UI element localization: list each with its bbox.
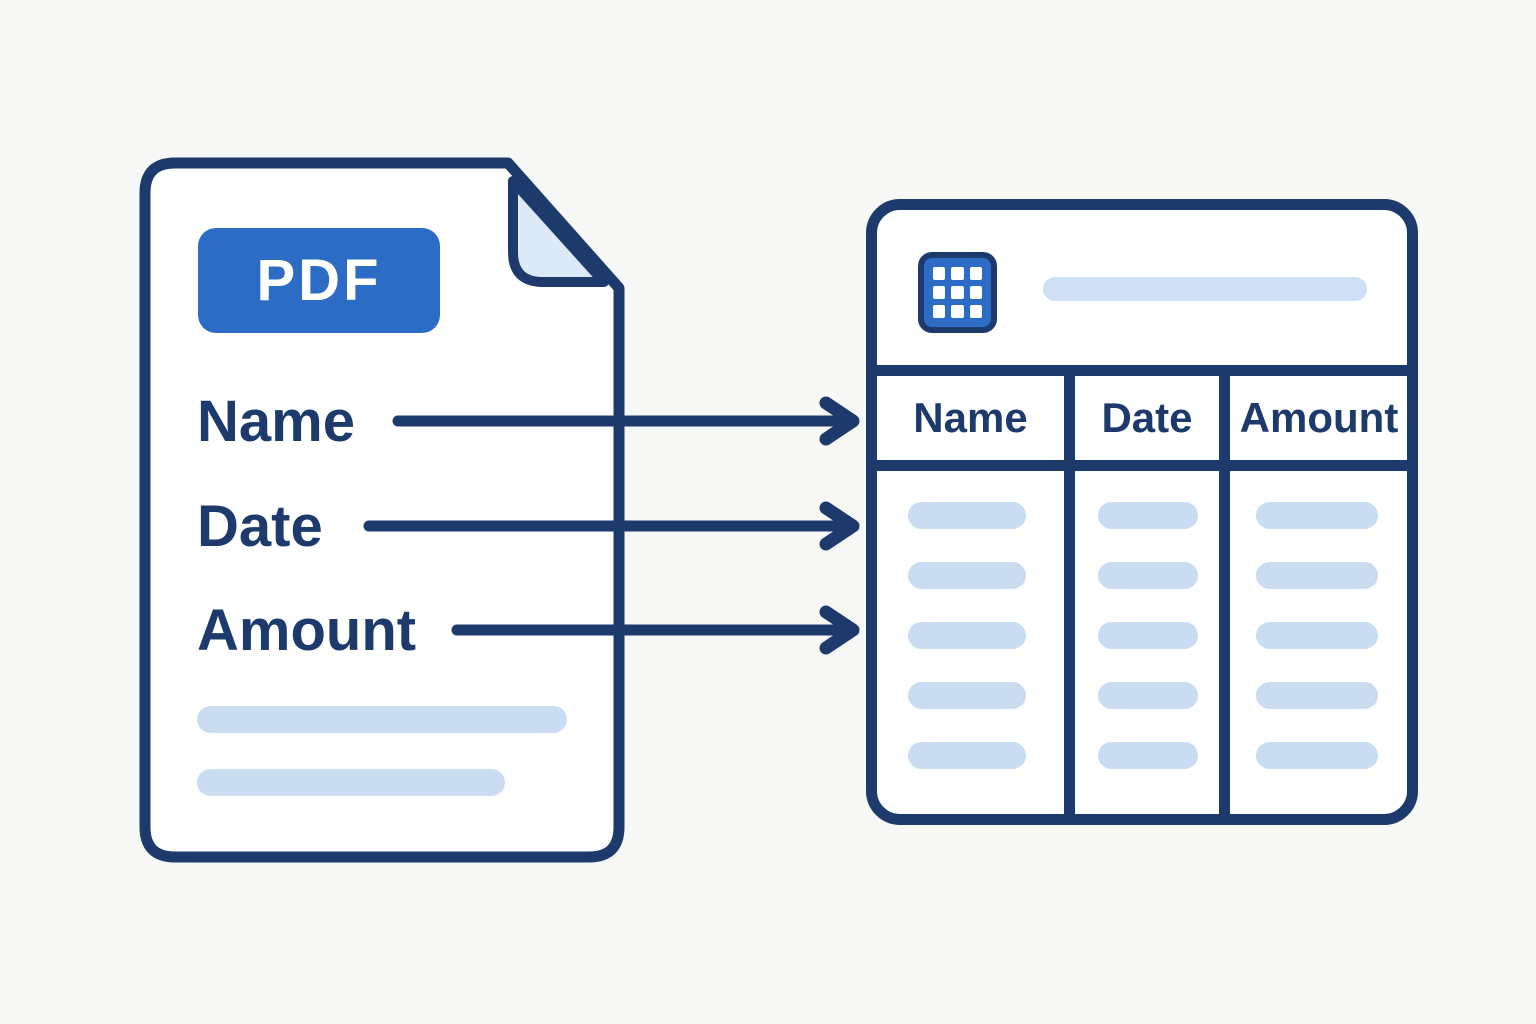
cell-placeholder-bar	[1256, 562, 1378, 589]
mapping-arrow-amount	[451, 605, 860, 655]
mapping-arrow-name	[392, 396, 860, 446]
grid-icon-cell	[969, 305, 982, 318]
pdf-field-label-amount: Amount	[197, 597, 417, 663]
grid-icon-cell	[933, 286, 946, 299]
table-header-top-border	[877, 365, 1408, 376]
column-header-date: Date	[1101, 394, 1193, 441]
document-text-placeholder-bar	[197, 769, 505, 796]
pdf-document-outline	[139, 157, 625, 863]
column-header-name: Name	[913, 394, 1028, 441]
cell-placeholder-bar	[1256, 502, 1378, 529]
column-header-amount: Amount	[1239, 394, 1399, 441]
mapping-arrow-date	[363, 501, 860, 551]
grid-icon-cell	[933, 305, 946, 318]
cell-placeholder-bar	[1256, 742, 1378, 769]
cell-placeholder-bar	[1098, 622, 1198, 649]
grid-icon-cell	[951, 286, 964, 299]
table-column-divider	[1064, 365, 1075, 815]
grid-icon	[918, 252, 997, 333]
grid-icon-cell	[933, 267, 946, 280]
cell-placeholder-bar	[1098, 742, 1198, 769]
cell-placeholder-bar	[1256, 682, 1378, 709]
cell-placeholder-bar	[908, 622, 1026, 649]
table-column-divider	[1219, 365, 1230, 815]
cell-placeholder-bar	[908, 682, 1026, 709]
cell-placeholder-bar	[908, 742, 1026, 769]
pdf-badge-label: PDF	[256, 248, 382, 313]
cell-placeholder-bar	[908, 502, 1026, 529]
cell-placeholder-bar	[1098, 562, 1198, 589]
grid-icon-cell	[951, 305, 964, 318]
cell-placeholder-bar	[1256, 622, 1378, 649]
pdf-badge: PDF	[198, 228, 440, 333]
document-fold-corner-icon	[508, 176, 609, 287]
grid-icon-cell	[969, 267, 982, 280]
pdf-field-label-date: Date	[197, 493, 323, 559]
cell-placeholder-bar	[908, 562, 1026, 589]
cell-placeholder-bar	[1098, 502, 1198, 529]
cell-placeholder-bar	[1098, 682, 1198, 709]
table-title-placeholder-bar	[1043, 277, 1367, 301]
pdf-field-label-name: Name	[197, 388, 355, 454]
table-header-bottom-border	[877, 460, 1408, 471]
grid-icon-cell	[951, 267, 964, 280]
grid-icon-cell	[969, 286, 982, 299]
document-text-placeholder-bar	[197, 706, 567, 733]
